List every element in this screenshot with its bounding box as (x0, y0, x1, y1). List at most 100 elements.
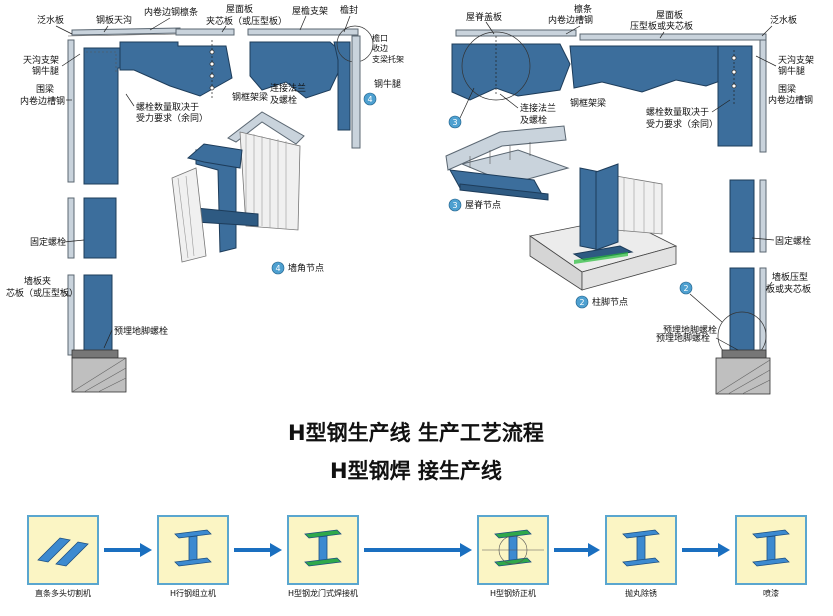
process-step: 喷漆 (735, 515, 807, 598)
ridge-node (445, 125, 570, 201)
label-flange-right: 连接法兰 (520, 102, 556, 114)
label-corbel-right: 钢牛腿 (374, 78, 401, 90)
label-eave-seal: 檐封 (340, 4, 358, 16)
process-step-caption: H型钢矫正机 (490, 588, 536, 598)
label-bolt-note1: 螺栓数量取决于 (136, 101, 199, 113)
h-beam-icon (622, 529, 660, 567)
wall-right-vertical (351, 35, 361, 149)
label-steel-corbel-right: 钢牛腿 (778, 65, 805, 77)
label-flashing-right: 泛水板 (770, 14, 797, 26)
label-girt-right: 围梁 (778, 83, 796, 95)
base-plate (71, 349, 119, 359)
process-flow: 直条多头切割机 H行钢组立机 H型钢龙门式焊接机 H型钢矫正机 抛丸除锈 喷漆 (27, 515, 807, 598)
column-right-mid (729, 179, 755, 253)
process-step: H型钢龙门式焊接机 (287, 515, 359, 598)
process-step-caption: 喷漆 (763, 588, 779, 598)
right-frame-diagram (445, 29, 771, 395)
label-core-panel: 芯板（或压型板） (6, 287, 78, 299)
rafter-left-a (119, 41, 233, 97)
wall-right-low (759, 267, 767, 361)
node-circle-2b (575, 295, 589, 309)
label-wall-corner: 墙角节点 (288, 262, 324, 274)
label-eave-edge2: 收边 (372, 43, 388, 53)
label-gutter-bracket-right: 天沟支架 (778, 54, 814, 66)
label-eave-brace: 屋檐支架 (292, 5, 328, 17)
label-inner-channel: 内卷边槽钢 (20, 95, 65, 107)
wall-right-upper (759, 39, 767, 153)
label-fixed-bolt-left: 固定螺栓 (30, 236, 66, 248)
wall-panel-low (67, 274, 75, 356)
process-step-caption: H型钢龙门式焊接机 (288, 588, 358, 598)
right-labels: 屋脊盖板 檩条 内卷边槽钢 屋面板 压型板或夹芯板 泛水板 天沟支架 钢牛腿 连… (448, 3, 814, 351)
purlin-left-a (175, 28, 235, 36)
left-labels: 泛水板 钢板天沟 内卷边钢檩条 屋面板 夹芯板（或压型板） 屋檐支架 檐封 檐口… (6, 3, 404, 349)
process-step-caption: 直条多头切割机 (35, 588, 91, 598)
label-inner-channel-steel: 内卷边槽钢 (548, 14, 593, 26)
label-flashing: 泛水板 (37, 14, 64, 26)
node-circle-4a (363, 92, 377, 106)
process-step-caption: H行钢组立机 (170, 588, 216, 598)
label-gutter-bracket: 天沟支架 (23, 54, 59, 66)
label-bolt-note2: 受力要求（余同） (136, 112, 208, 124)
label-fixed-bolt-right: 固定螺栓 (775, 235, 811, 247)
roof-gutter (71, 27, 181, 36)
svg-text:4: 4 (275, 264, 280, 273)
h-beam-icon (494, 529, 532, 567)
column-right-low (729, 267, 755, 353)
label-wall-clip: 墙板夹 (24, 275, 51, 287)
label-anchor-bolt-left: 预埋地脚螺栓 (114, 325, 168, 337)
label-steel-gutter: 钢板天沟 (96, 14, 132, 26)
process-step: 抛丸除锈 (605, 515, 677, 598)
label-steel-corbel-left: 钢牛腿 (32, 65, 59, 77)
base-plate-right (721, 349, 767, 359)
rafter-right-b (569, 45, 741, 93)
node-circle-2a (679, 281, 693, 295)
wall-panel-left (67, 39, 75, 183)
svg-text:2: 2 (579, 298, 584, 307)
label-frame-beam: 钢框架梁 (232, 91, 268, 103)
label-inner-channel-right: 内卷边槽钢 (768, 94, 813, 106)
wall-corner-node (171, 111, 305, 263)
svg-text:2: 2 (683, 284, 688, 293)
column-right-top (333, 41, 351, 131)
label-ridge-cap: 屋脊盖板 (466, 11, 502, 23)
ridge-purlin-a (455, 29, 577, 37)
label-wall-panel2: 板或夹芯板 (766, 283, 811, 295)
rafter-right-a (451, 43, 571, 101)
process-step: H行钢组立机 (157, 515, 229, 598)
label-roof-panel: 屋面板 (226, 3, 253, 15)
label-anchor-bolt-right1: 预埋地脚螺栓 (663, 324, 717, 336)
node-circle-3b (448, 198, 462, 212)
svg-text:3: 3 (452, 118, 457, 127)
process-step-caption: 抛丸除锈 (625, 588, 657, 598)
title-line2: H型钢焊 接生产线 (330, 459, 502, 483)
label-pressed-panel: 压型板或夹芯板 (630, 20, 693, 32)
svg-text:3: 3 (452, 201, 457, 210)
label-wall-panel1: 墙板压型 (772, 271, 808, 283)
svg-text:4: 4 (367, 95, 372, 104)
wall-panel-mid (67, 197, 75, 259)
column-left-low (83, 274, 113, 357)
ridge-purlin-b (579, 33, 767, 41)
node-circle-4b (271, 261, 285, 275)
label-inner-purlin: 内卷边钢檩条 (144, 6, 198, 18)
label-flange: 连接法兰 (270, 82, 306, 94)
flow-arrow (682, 543, 730, 557)
label-flange2: 及螺栓 (270, 94, 297, 106)
wall-right-mid (759, 179, 767, 253)
label-frame-beam-right: 钢框架梁 (570, 97, 606, 109)
flow-arrow (234, 543, 282, 557)
steel-plate-icon (55, 541, 89, 567)
h-beam-icon (304, 529, 342, 567)
steel-plate-icon (37, 537, 71, 563)
left-frame-diagram (67, 25, 374, 393)
process-step-box (27, 515, 99, 585)
process-step: H型钢矫正机 (477, 515, 549, 598)
flow-arrow (364, 543, 472, 557)
label-anchor-bolt-right2: 预埋地脚螺栓 (656, 332, 710, 344)
label-support-beam: 支梁托架 (372, 54, 404, 64)
purlin-left-b (247, 28, 359, 36)
flow-arrow (104, 543, 152, 557)
title-line1: H型钢生产线 生产工艺流程 (288, 421, 544, 445)
